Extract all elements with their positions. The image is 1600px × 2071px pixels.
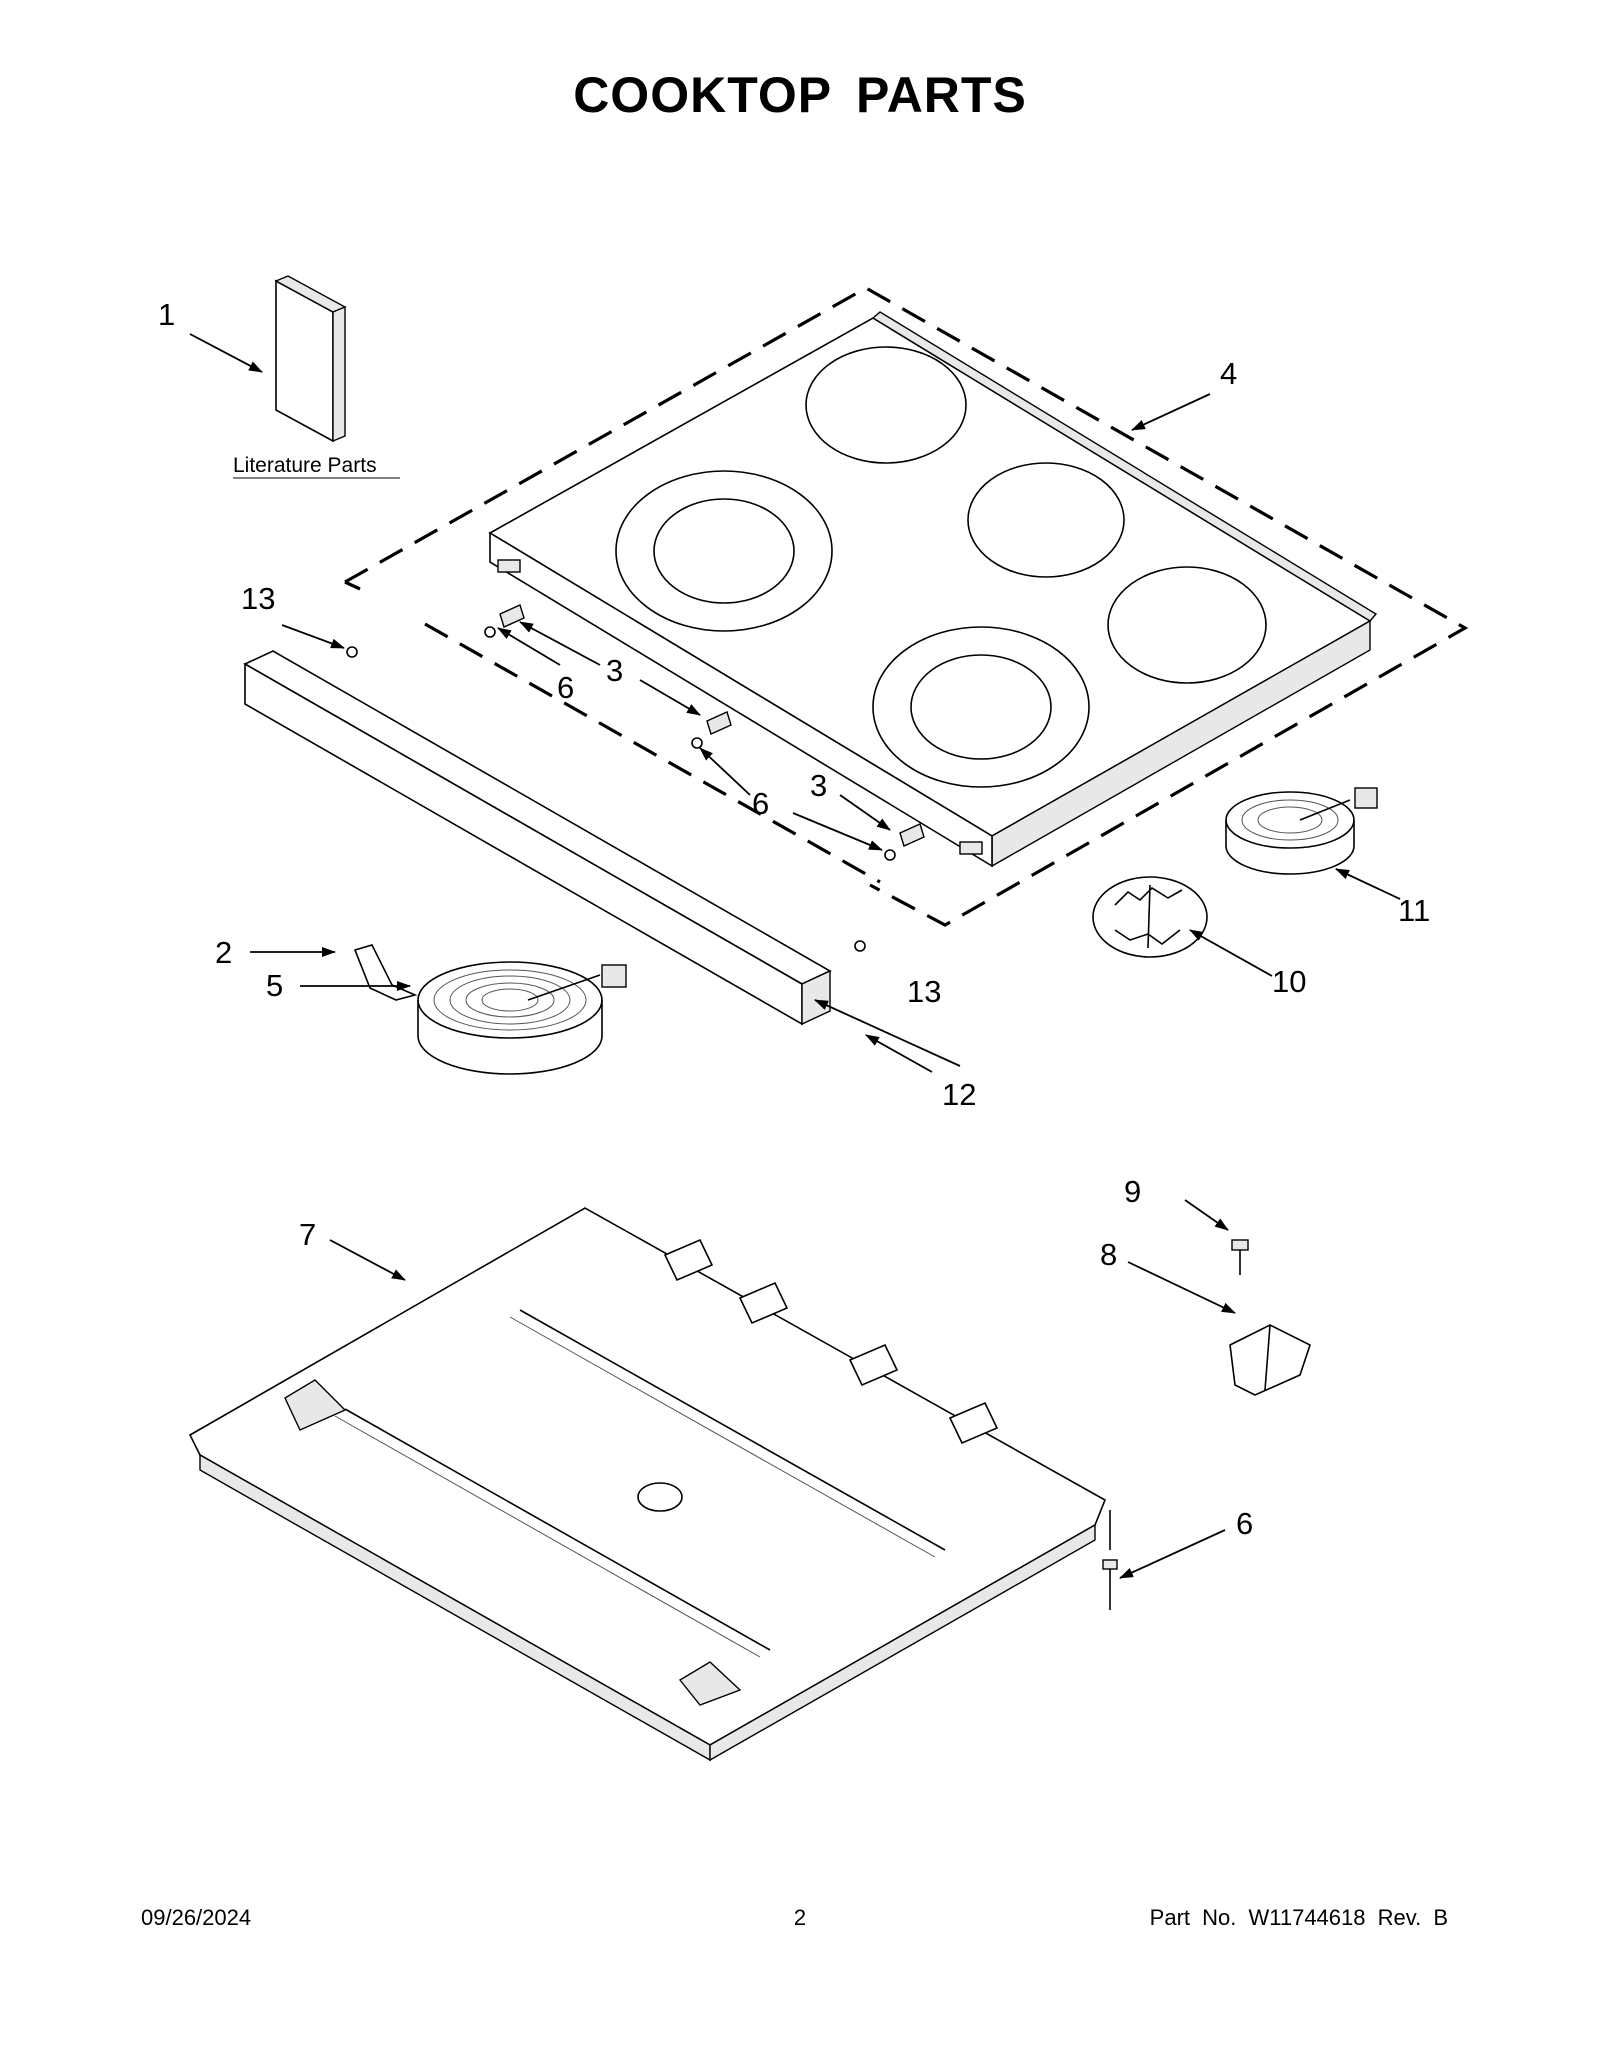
burner-ring-back-right [967,462,1125,578]
callout-5: 5 [266,968,283,1003]
bracket-part-8 [1229,1324,1311,1396]
literature-parts-label: Literature Parts [233,454,377,477]
callout-13-lower: 13 [907,974,941,1009]
burner-ring-right [1107,566,1267,684]
burner-ring-left-inner [653,498,795,604]
callout-11: 11 [1398,893,1430,928]
page-title: COOKTOP PARTS [573,67,1027,123]
burner-ring-front-outer [872,626,1090,788]
callout-12: 12 [942,1077,976,1112]
callout-13-upper: 13 [241,581,275,616]
assembly-outline [344,286,1469,927]
callout-1: 1 [158,297,175,332]
footer-part-number: Part No. W11744618 Rev. B [1149,1905,1448,1930]
callout-4: 4 [1220,356,1237,391]
heat-shield-plate [1092,876,1208,958]
cooktop-support-plate [188,1207,1107,1762]
footer-page-number: 2 [793,1905,807,1930]
screws [346,626,896,952]
screw-part-6-lower [1102,1510,1118,1610]
callout-8: 8 [1100,1237,1117,1272]
screw-part-9 [1231,1239,1249,1275]
callout-3-lower: 3 [810,768,827,803]
callout-6-lower: 6 [1236,1506,1253,1541]
callout-9: 9 [1124,1174,1141,1209]
callout-arrows [189,333,1401,1579]
callout-2: 2 [215,935,232,970]
burner-ring-back-left [805,346,967,464]
mounting-brackets [499,604,925,847]
cooktop-glass [488,311,1378,868]
burner-ring-front-inner [910,654,1052,760]
callout-6-middle: 6 [752,786,769,821]
callout-7: 7 [299,1217,316,1252]
literature-parts-booklet: Literature Parts [233,275,400,479]
surface-element-large [417,961,627,1075]
callout-6-upper: 6 [557,670,574,705]
front-trim [243,650,832,1026]
bracket-part-2 [353,944,418,1001]
callout-10: 10 [1272,964,1306,999]
callout-3-upper: 3 [606,653,623,688]
footer-date: 09/26/2024 [141,1905,252,1930]
burner-ring-left-outer [615,470,833,632]
surface-element-small [1225,787,1378,875]
